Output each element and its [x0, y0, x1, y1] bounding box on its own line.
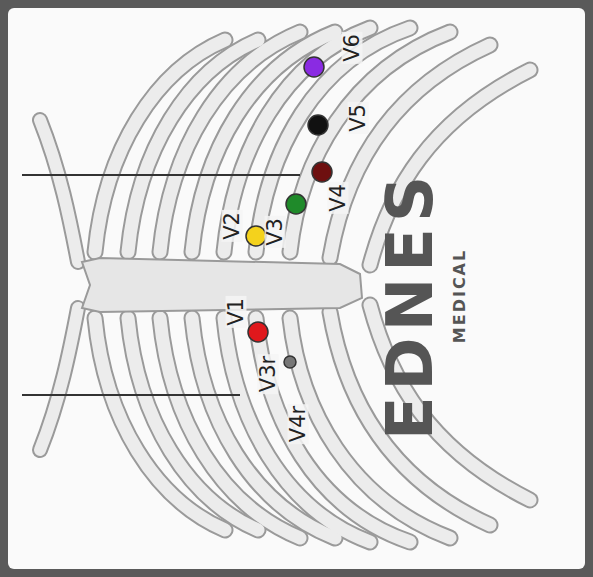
- lead-label: V5: [348, 102, 369, 134]
- sternum: [82, 258, 362, 312]
- reference-line: [22, 174, 300, 176]
- lead-label: V4: [328, 182, 349, 214]
- lead-label: V3r: [258, 354, 279, 394]
- watermark: EDNES: [378, 170, 442, 440]
- lead-label: V1: [226, 296, 247, 328]
- electrode-dot: [312, 162, 332, 182]
- reference-line: [22, 394, 240, 396]
- electrode-dot: [246, 226, 266, 246]
- electrode-dot: [304, 57, 324, 77]
- frame: [8, 8, 585, 569]
- rib-cage: [22, 28, 530, 542]
- electrodes: [246, 57, 332, 368]
- electrode-dot: [286, 194, 306, 214]
- lead-label: V3: [265, 216, 286, 248]
- electrode-dot: [248, 322, 268, 342]
- lead-label: V6: [342, 32, 363, 64]
- watermark: MEDICAL: [452, 249, 468, 343]
- lead-label: V4r: [288, 404, 309, 444]
- lead-label: V2: [222, 210, 243, 242]
- electrode-dot: [284, 356, 296, 368]
- electrode-dot: [308, 115, 328, 135]
